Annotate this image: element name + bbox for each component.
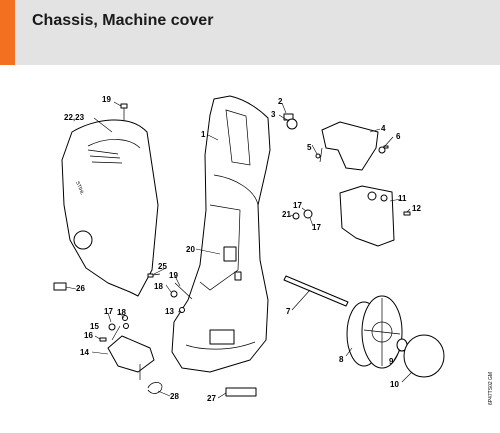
- screw-24: [120, 103, 128, 120]
- washer-18a: [303, 209, 313, 219]
- callout-16: 16: [84, 331, 93, 340]
- callout-8: 8: [339, 355, 344, 364]
- callout-1: 1: [201, 130, 206, 139]
- callout-22-23: 22,23: [64, 113, 85, 122]
- drawing-code: 6P47TS02 GM: [488, 372, 494, 405]
- callout-26: 26: [76, 284, 85, 293]
- parts-diagram: STIHL: [53, 95, 494, 405]
- callout-3: 3: [271, 110, 276, 119]
- callout-17b: 17: [104, 307, 113, 316]
- label-26: [53, 282, 67, 291]
- screw-16: [99, 337, 107, 342]
- callout-5: 5: [307, 143, 312, 152]
- orange-accent-bar: [0, 0, 15, 65]
- washer-18b: [170, 290, 178, 298]
- callout-13: 13: [165, 307, 174, 316]
- callout-19: 19: [169, 271, 178, 280]
- callout-4: 4: [381, 124, 386, 133]
- callout-2: 2: [278, 97, 283, 106]
- screw-5: [315, 153, 321, 159]
- screw-25: [147, 273, 161, 278]
- washer-15: [108, 323, 116, 331]
- wheel-8: [346, 295, 403, 369]
- clip-13: [179, 307, 185, 313]
- washer-17b: [122, 315, 128, 321]
- callout-27: 27: [207, 394, 216, 403]
- callout-12: 12: [412, 204, 421, 213]
- callout-15: 15: [90, 322, 99, 331]
- callout-18a: 17: [293, 201, 302, 210]
- callout-10: 10: [390, 380, 399, 389]
- callout-25: 25: [158, 262, 167, 271]
- machine-cover: STIHL: [61, 119, 159, 297]
- axle-7: [283, 275, 349, 307]
- holder-11: [339, 185, 395, 247]
- callout-18b: 18: [154, 282, 163, 291]
- page-title: Chassis, Machine cover: [32, 12, 214, 29]
- ring-28: [147, 382, 163, 394]
- screw-12: [403, 211, 411, 216]
- callout-labels: 19 22,23 1 2 3 4 5 6 11 12 17 21 17 20 2…: [64, 95, 421, 403]
- leader-lines: [65, 101, 413, 399]
- stihl-logo: STIHL: [74, 181, 85, 197]
- callout-6: 6: [396, 132, 401, 141]
- callout-28: 28: [170, 392, 179, 401]
- callout-21: 21: [282, 210, 291, 219]
- hose-holder-14: [107, 335, 155, 380]
- chassis-frame: [171, 95, 271, 373]
- rod-19: [174, 282, 193, 300]
- nut-18c: [123, 323, 129, 329]
- callout-14: 14: [80, 348, 89, 357]
- callout-20: 20: [186, 245, 195, 254]
- bracket-4: [319, 121, 386, 171]
- callout-9: 9: [389, 357, 394, 366]
- callout-11: 11: [398, 194, 407, 203]
- label-strip-27: [225, 387, 257, 397]
- callout-17a: 17: [312, 223, 321, 232]
- header-band: [0, 0, 500, 65]
- wheel-cover-10: [403, 334, 445, 378]
- bolt-2: [283, 113, 298, 130]
- callout-24: 19: [102, 95, 111, 104]
- callout-7: 7: [286, 307, 291, 316]
- callout-18c: 18: [117, 308, 126, 317]
